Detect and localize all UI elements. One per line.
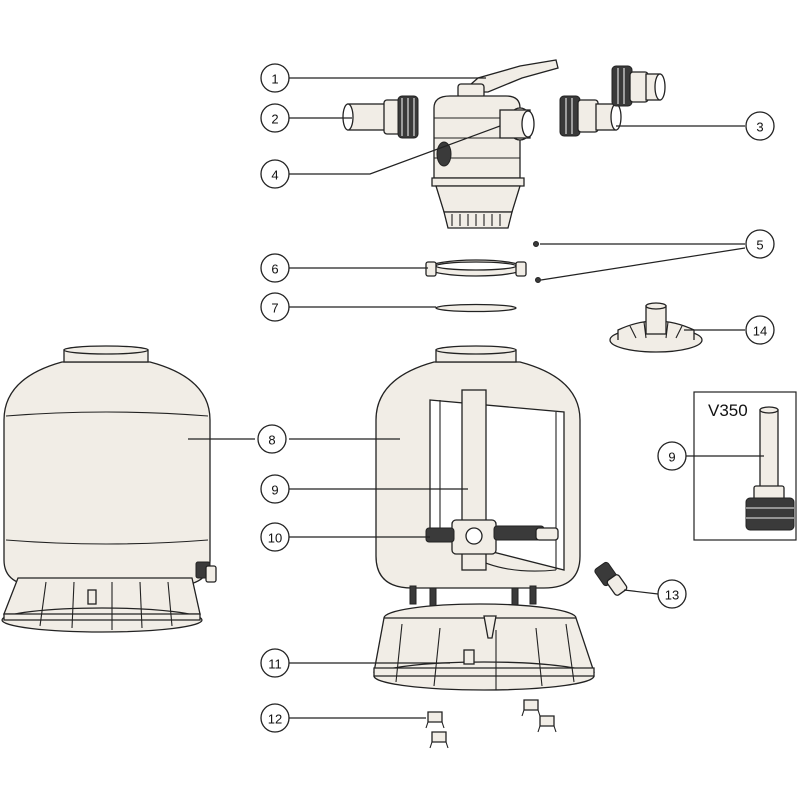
callout-5: 5 <box>745 229 775 259</box>
multiport-valve <box>431 59 559 229</box>
diffuser <box>609 302 703 353</box>
svg-text:1: 1 <box>271 72 278 87</box>
svg-text:11: 11 <box>268 657 282 672</box>
o-ring-gasket <box>435 303 517 313</box>
tank-base <box>373 603 595 691</box>
leader-lines <box>188 77 764 719</box>
callout-14: 14 <box>745 315 775 345</box>
base-clips <box>425 699 557 749</box>
svg-text:12: 12 <box>268 712 282 727</box>
callout-13: 13 <box>657 579 687 609</box>
callout-1: 1 <box>260 63 290 93</box>
drain-plug <box>594 561 628 596</box>
callout-9-center: 9 <box>260 474 290 504</box>
callout-6: 6 <box>260 253 290 283</box>
callout-11: 11 <box>260 648 290 678</box>
svg-text:14: 14 <box>753 324 767 339</box>
svg-text:3: 3 <box>756 120 763 135</box>
callout-2: 2 <box>260 103 290 133</box>
svg-text:10: 10 <box>268 531 282 546</box>
svg-text:9: 9 <box>668 450 675 465</box>
filter-tank-exterior <box>1 345 217 633</box>
callout-7: 7 <box>260 292 290 322</box>
svg-text:9: 9 <box>271 483 278 498</box>
callout-9-inset: 9 <box>657 441 687 471</box>
filter-tank-cutaway <box>375 345 581 607</box>
callout-3: 3 <box>745 111 775 141</box>
union-fitting-left <box>342 95 419 139</box>
svg-text:8: 8 <box>268 433 275 448</box>
model-label: V350 <box>708 401 748 420</box>
clamp-ring <box>425 259 527 277</box>
union-fitting-right <box>559 65 666 137</box>
callout-8: 8 <box>257 424 287 454</box>
svg-text:4: 4 <box>271 168 278 183</box>
callout-12: 12 <box>260 703 290 733</box>
screws <box>533 241 541 283</box>
svg-text:13: 13 <box>665 588 679 603</box>
inset-box: V350 <box>693 391 797 541</box>
svg-text:6: 6 <box>271 262 278 277</box>
svg-text:7: 7 <box>271 301 278 316</box>
callout-4: 4 <box>260 159 290 189</box>
callout-10: 10 <box>260 522 290 552</box>
svg-text:2: 2 <box>271 112 278 127</box>
svg-text:5: 5 <box>756 238 763 253</box>
